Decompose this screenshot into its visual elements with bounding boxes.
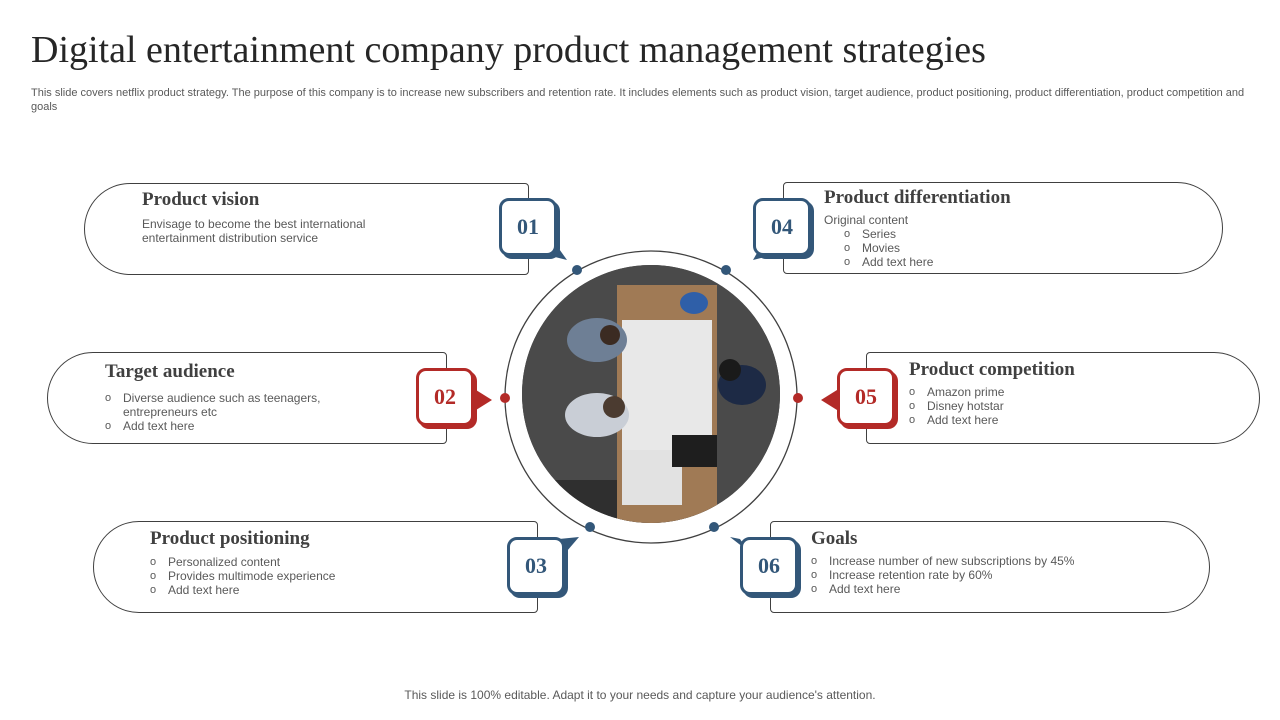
badge-01: 01 [499,198,567,262]
bullet-item: Disney hotstar [909,399,1169,413]
bullet-item: Amazon prime [909,385,1169,399]
text-line: Original content [824,213,909,227]
bullet-item: Increase retention rate by 60% [811,568,1111,582]
badge-05: 05 [821,368,901,432]
text-line: entertainment distribution service [142,231,319,245]
card-title: Product positioning [150,528,310,549]
bullet-item: Personalized content [150,555,410,569]
bullet-item: Increase number of new subscriptions by … [811,554,1111,568]
card-title: Goals [811,528,858,549]
badge-number: 04 [771,214,793,239]
slide-description: This slide covers netflix product strate… [31,87,1245,113]
text-line: Envisage to become the best internationa… [142,217,366,231]
badge-number: 05 [855,384,877,409]
card-text: Diverse audience such as teenagers, entr… [105,391,340,433]
card-title: Product competition [909,359,1075,380]
card-text: Amazon prime Disney hotstar Add text her… [909,385,1169,427]
badge-number: 02 [434,384,456,409]
team-meeting-photo [522,265,780,523]
badge-02: 02 [416,368,492,432]
card-title: Product differentiation [824,187,1011,208]
card-text: Envisage to become the best internationa… [142,217,402,245]
bullet-item: Add text here [824,255,1084,269]
slide-title: Digital entertainment company product ma… [31,29,986,71]
card-title: Product vision [142,189,260,210]
badge-03: 03 [507,537,579,601]
bullet-item: Add text here [105,419,340,433]
badge-06: 06 [730,537,804,601]
bullet-item: Add text here [909,413,1169,427]
bullet-item: Provides multimode experience [150,569,410,583]
bullet-item: Series [824,227,1084,241]
badge-04: 04 [753,198,817,262]
badge-number: 01 [517,214,539,239]
card-product-vision [84,183,529,275]
slide-footer: This slide is 100% editable. Adapt it to… [404,688,876,702]
bullet-item: Add text here [150,583,410,597]
bullet-item: Add text here [811,582,1111,596]
card-text: Personalized content Provides multimode … [150,555,410,597]
bullet-item: Diverse audience such as teenagers, entr… [105,391,340,419]
badge-number: 03 [525,553,547,578]
badge-number: 06 [758,553,780,578]
card-text: Original content Series Movies Add text … [824,213,1084,269]
card-text: Increase number of new subscriptions by … [811,554,1111,596]
bullet-item: Movies [824,241,1084,255]
card-title: Target audience [105,361,235,382]
